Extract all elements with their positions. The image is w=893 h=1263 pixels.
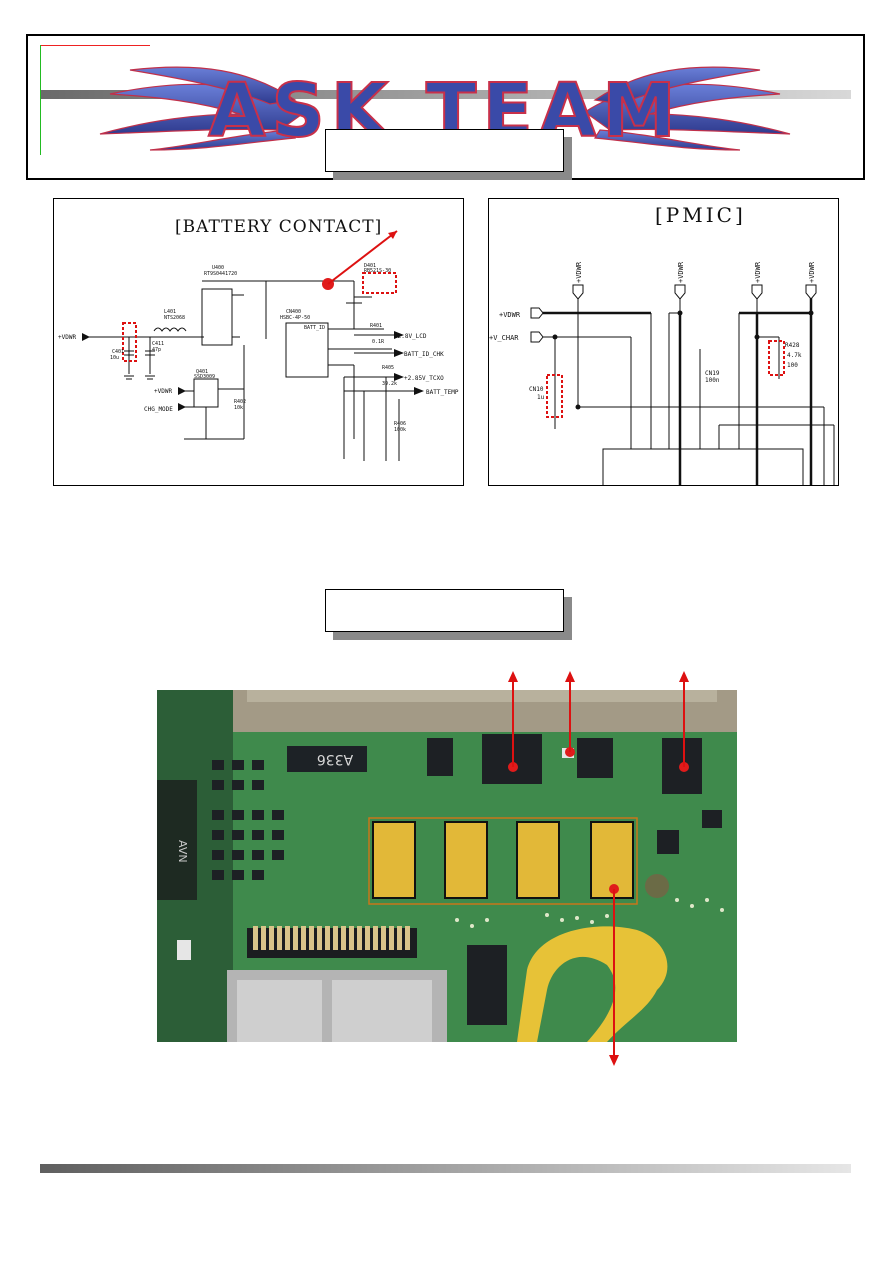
svg-text:AVN: AVN (176, 840, 189, 863)
svg-text:L401: L401 (164, 309, 176, 315)
svg-text:0.1R: 0.1R (372, 339, 385, 345)
svg-text:R406: R406 (394, 421, 406, 427)
svg-text:1u: 1u (537, 394, 545, 401)
svg-text:+VDWR: +VDWR (575, 261, 583, 283)
svg-text:R402: R402 (234, 399, 246, 405)
pmic-schematic: [PMIC] (488, 198, 839, 486)
svg-text:SSD3009: SSD3009 (194, 374, 215, 380)
footer-bar (40, 1164, 851, 1173)
svg-text:+VDWR: +VDWR (154, 388, 172, 395)
svg-text:100k: 100k (394, 427, 406, 433)
svg-text:HSBC-4P-50: HSBC-4P-50 (280, 315, 310, 321)
svg-text:47p: 47p (152, 347, 161, 353)
pmic-title: [PMIC] (655, 203, 746, 227)
svg-text:+VDWR: +VDWR (754, 261, 762, 283)
svg-text:U400: U400 (212, 265, 224, 271)
svg-text:R428: R428 (785, 342, 800, 349)
svg-text:RB521S-30: RB521S-30 (364, 268, 391, 274)
svg-text:BATT_TEMP: BATT_TEMP (426, 389, 459, 396)
svg-text:10u: 10u (110, 355, 119, 361)
svg-text:CN10: CN10 (529, 386, 544, 393)
svg-text:39.2k: 39.2k (382, 381, 397, 387)
header-gray-bar (40, 90, 851, 99)
header-red-line (40, 45, 150, 46)
pcb-photo: A336 AVN (157, 690, 737, 1042)
header-green-line (40, 45, 41, 155)
svg-text:NTS2068: NTS2068 (164, 315, 185, 321)
svg-text:+VDWR: +VDWR (808, 261, 816, 283)
svg-text:+2.85V_TCXO: +2.85V_TCXO (404, 375, 444, 382)
svg-text:RT9S0441720: RT9S0441720 (204, 271, 237, 277)
svg-text:4.7k: 4.7k (787, 352, 802, 359)
svg-text:BATT_ID_CHK: BATT_ID_CHK (404, 351, 444, 358)
svg-text:R405: R405 (382, 365, 394, 371)
svg-text:A336: A336 (317, 751, 353, 767)
battery-contact-title: [BATTERY CONTACT] (175, 217, 383, 237)
svg-text:CN400: CN400 (286, 309, 301, 315)
svg-text:D401: D401 (364, 263, 376, 269)
header-frame (26, 34, 865, 180)
svg-text:+V_CHAR: +V_CHAR (489, 334, 519, 342)
svg-text:CN19: CN19 (705, 370, 720, 377)
battery-contact-schematic: [BATTERY CONTACT] (53, 198, 464, 486)
svg-text:R401: R401 (370, 323, 382, 329)
svg-text:+VDWR: +VDWR (58, 334, 76, 341)
svg-text:Q401: Q401 (196, 369, 208, 375)
svg-text:+VDWR: +VDWR (677, 261, 685, 283)
svg-text:C401: C401 (112, 349, 124, 355)
svg-text:+2.8V_LCD: +2.8V_LCD (394, 333, 427, 340)
section-title-box (325, 589, 564, 632)
svg-text:+VDWR: +VDWR (499, 311, 521, 319)
svg-text:C411: C411 (152, 341, 164, 347)
svg-text:BATT_ID: BATT_ID (304, 325, 325, 331)
svg-text:CHG_MODE: CHG_MODE (144, 406, 173, 413)
header-title-box (325, 129, 564, 172)
svg-text:100: 100 (787, 362, 798, 369)
svg-text:100n: 100n (705, 377, 720, 384)
svg-text:10k: 10k (234, 405, 243, 411)
